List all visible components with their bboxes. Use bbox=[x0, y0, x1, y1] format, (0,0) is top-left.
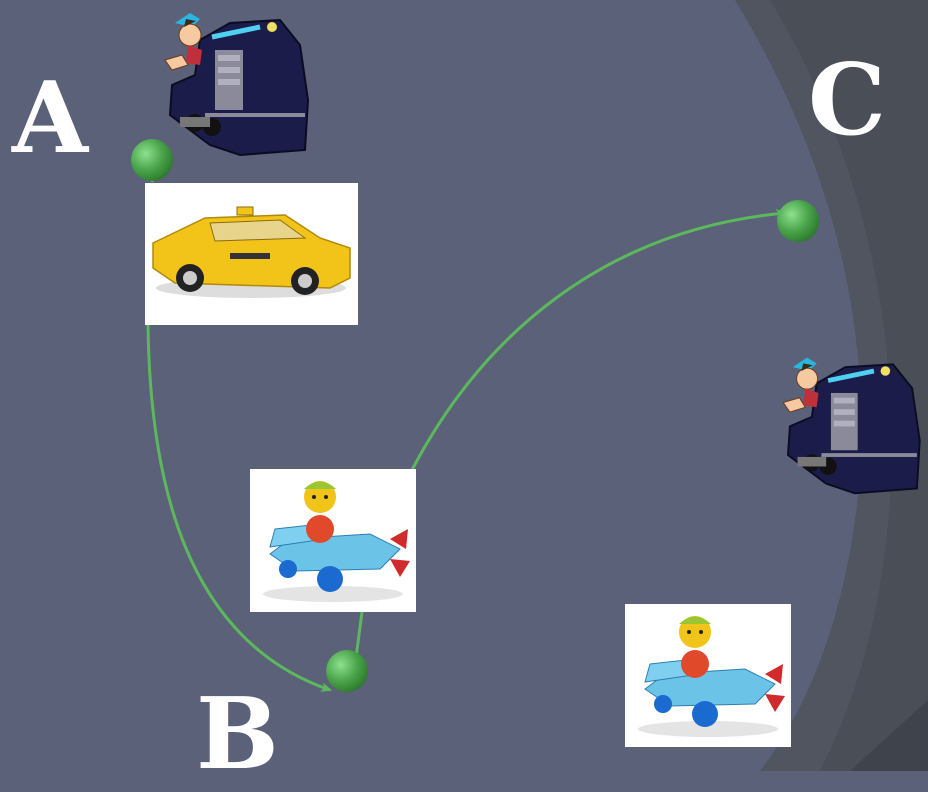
taxi-card bbox=[145, 183, 358, 325]
train-icon bbox=[160, 5, 312, 160]
scene-canvas bbox=[131, 0, 928, 771]
point-c-label: C bbox=[808, 43, 886, 158]
point-b-dot bbox=[326, 650, 368, 692]
plane-card bbox=[250, 469, 416, 612]
locomotive-body bbox=[168, 18, 310, 157]
background-arc-outer bbox=[770, 0, 928, 771]
point-a-label: A bbox=[12, 61, 89, 176]
plane-icon bbox=[263, 481, 410, 602]
point-b-label: B bbox=[196, 677, 279, 792]
point-c-dot bbox=[777, 200, 819, 242]
driver bbox=[164, 13, 202, 71]
path-plane-to-c bbox=[410, 208, 787, 471]
plane-icon-right bbox=[638, 616, 785, 737]
train-icon-right bbox=[778, 350, 924, 498]
taxi-icon bbox=[152, 206, 351, 298]
plane-card-right bbox=[625, 604, 791, 747]
point-a-dot bbox=[131, 139, 173, 181]
path-a-to-b bbox=[146, 324, 332, 692]
